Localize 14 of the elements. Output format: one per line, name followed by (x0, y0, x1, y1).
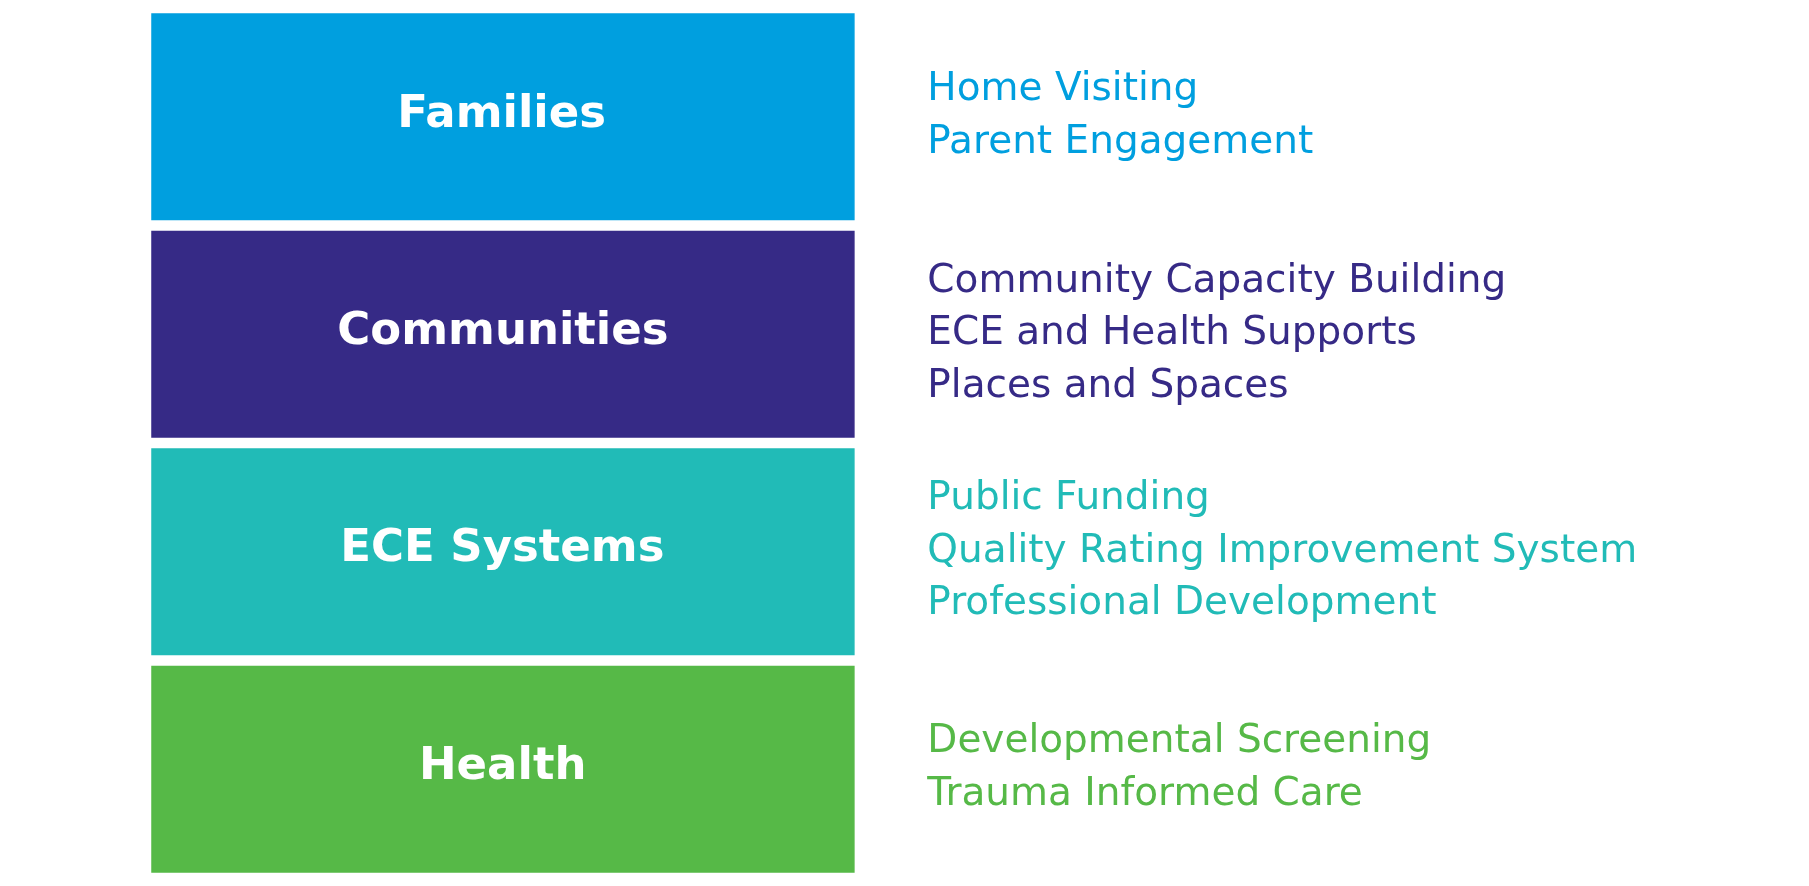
node-label: Quality Rating Improvement System (927, 525, 1638, 571)
node-box: Families (151, 13, 855, 221)
node-label: ECE and Health Supports (927, 308, 1417, 354)
node-label: Trauma Informed Care (927, 768, 1363, 814)
node-label: Developmental Screening (927, 716, 1432, 762)
node-label: Public Funding (927, 473, 1210, 519)
node-box: ECE Systems (151, 448, 855, 656)
node-label: Parent Engagement (927, 116, 1314, 162)
node-label: Places and Spaces (927, 360, 1289, 406)
node-label: Professional Development (927, 578, 1437, 624)
node-box: Communities (151, 230, 855, 438)
node-label: Community Capacity Building (927, 255, 1507, 301)
node-label: Home Visiting (927, 64, 1199, 110)
node-box: Health (151, 665, 855, 873)
